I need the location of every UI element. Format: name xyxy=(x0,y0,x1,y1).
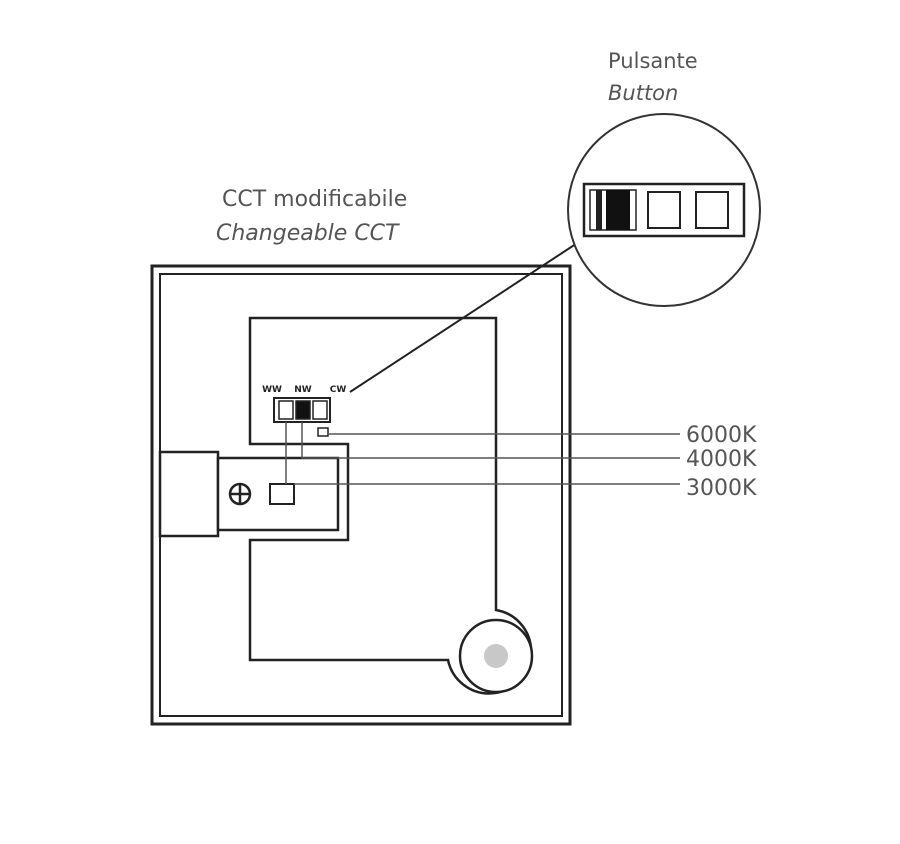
switch-labels: WW NW CW xyxy=(262,385,346,395)
dip-switch-cw[interactable] xyxy=(312,400,328,420)
callout-title-it: Pulsante xyxy=(608,49,698,73)
dip-switch[interactable] xyxy=(273,397,331,423)
housing-outer xyxy=(150,264,572,726)
callout-leader xyxy=(349,235,589,393)
switch-label-ww: WW xyxy=(262,385,282,395)
dip-switch-ww[interactable] xyxy=(278,400,294,420)
callout-title-en: Button xyxy=(608,81,678,105)
cw-connector-pad xyxy=(317,427,329,437)
dip-switch-nw[interactable] xyxy=(295,400,311,420)
temp-3000k: 3000K xyxy=(686,476,757,501)
cct-title-en: Changeable CCT xyxy=(216,221,400,246)
connector-block xyxy=(158,450,220,538)
switch-label-nw: NW xyxy=(294,385,312,395)
magnified-switch xyxy=(582,182,746,238)
temp-6000k: 6000K xyxy=(686,423,757,448)
switch-label-cw: CW xyxy=(330,385,347,395)
temp-4000k: 4000K xyxy=(686,447,757,472)
indicator-dot xyxy=(484,644,508,668)
output-terminal xyxy=(269,483,295,505)
screw-icon xyxy=(228,482,252,506)
cct-title-it: CCT modificabile xyxy=(222,187,407,212)
leader-4000k xyxy=(301,422,680,459)
